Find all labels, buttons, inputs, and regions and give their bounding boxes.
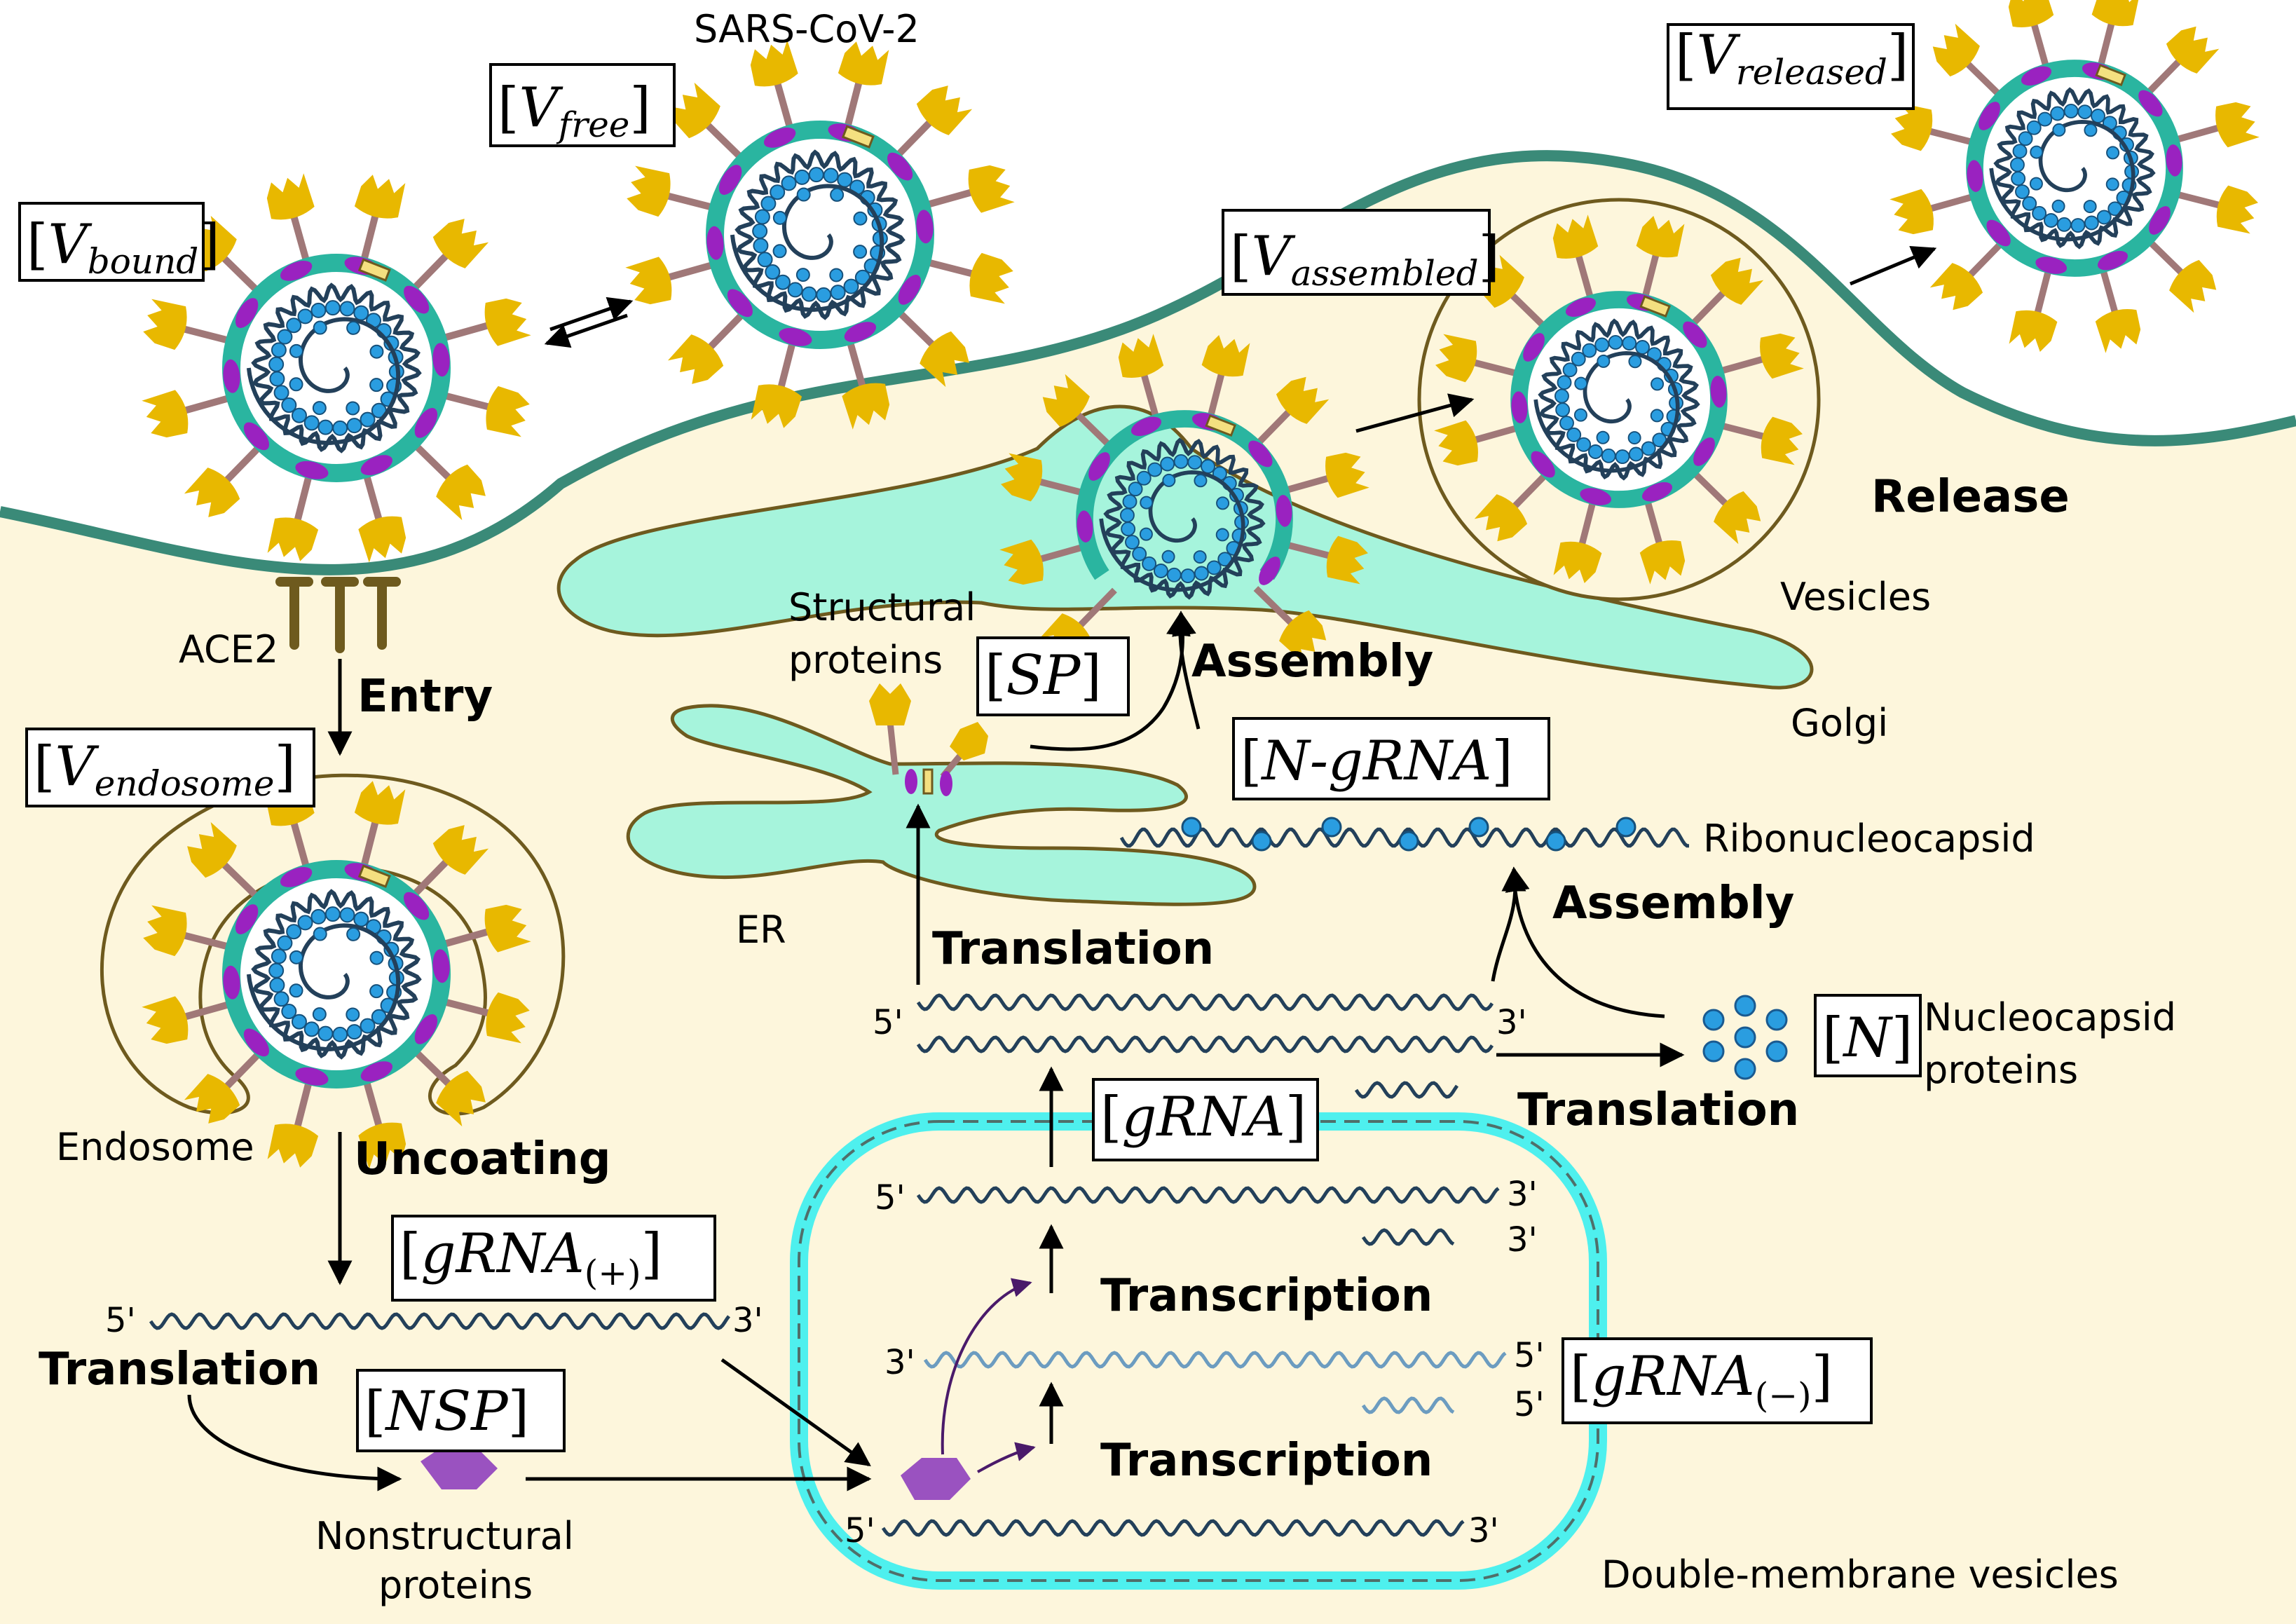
ribonucleocapsid-n-protein [1468,817,1489,838]
sgrna-strand-translation [1354,1081,1459,1099]
virion-budding [999,334,1369,664]
grna-minus-label: [gRNA(−)] [1570,1345,1833,1416]
grna-plus-label: [gRNA(+)] [399,1222,662,1293]
er-label: ER [736,908,786,952]
virion-released [1890,0,2260,353]
golgi [556,404,1814,690]
ribonucleocapsid-n-protein [1181,817,1202,838]
ribonucleocapsid-n-protein [1321,817,1342,838]
dmv-label: Double-membrane vesicles [1601,1553,2119,1597]
virion-bound [142,173,531,563]
virion-free [625,40,1015,430]
svg-text:3': 3' [1507,1220,1538,1260]
ribonucleocapsid-n-protein [1251,831,1272,852]
nsp-label: [NSP] [364,1380,529,1443]
grna-strand-upper [916,993,1494,1011]
virions-layer [142,0,2260,1169]
transcription-lower-label: Transcription [1100,1435,1433,1487]
sp-label: [SP] [985,644,1102,707]
flow-arrows [187,245,1937,1492]
grna-plus-strand [149,1312,730,1330]
sgrna-strand-dmv-top [1361,1228,1455,1246]
v-free-label: [Vfree] [498,76,651,145]
svg-text:5': 5' [1514,1336,1545,1375]
v-endosome-label: [Vendosome] [34,735,296,804]
entry-label: Entry [357,671,493,723]
svg-text:5': 5' [873,1003,903,1042]
svg-text:3': 3' [1496,1003,1527,1042]
nucleocapsid-label: Nucleocapsid [1924,995,2176,1039]
ace2-label: ACE2 [179,627,278,671]
translation-left-label: Translation [39,1344,320,1396]
nonstructural-label: Nonstructural [315,1514,574,1558]
ribonucleocapsid-label: Ribonucleocapsid [1703,817,2035,861]
structural-proteins-label: proteins [788,638,943,682]
svg-text:3': 3' [1507,1175,1538,1214]
sgrna-minus-strand [1361,1396,1455,1414]
svg-text:5': 5' [845,1511,875,1550]
structural-label: Structural [788,585,976,629]
grna-strand-dmv-top [916,1186,1500,1204]
svg-text:3': 3' [1468,1511,1499,1550]
assembly-mid-label: Assembly [1552,878,1794,929]
svg-text:3': 3' [732,1301,763,1340]
v-bound-label: [Vbound] [27,213,220,282]
state-boxes [18,23,1922,1452]
golgi-label: Golgi [1791,701,1888,745]
virion-assembled [1434,214,1804,585]
transcription-upper-label: Transcription [1100,1270,1433,1322]
ribonucleocapsid-n-protein [1398,831,1419,852]
translation-mid-label: Translation [932,923,1214,975]
svg-text:5': 5' [105,1301,136,1340]
nsp-protein-icon-dmv [901,1458,971,1500]
endoplasmic-reticulum [626,704,1257,906]
svg-text:5': 5' [1514,1385,1545,1424]
ribonucleocapsid-n-protein [1615,817,1636,838]
uncoating-label: Uncoating [354,1133,611,1185]
release-label: Release [1871,471,2070,523]
ribonucleocapsid-strand [1119,827,1689,848]
nonstructural-proteins-label: proteins [378,1563,533,1607]
nucleocapsid-protein-cluster [1702,995,1788,1080]
svg-text:5': 5' [875,1178,906,1217]
grna-strand-lower [916,1035,1494,1053]
vesicles-label: Vesicles [1780,575,1931,619]
nsp-protein-icon [421,1447,498,1489]
ribonucleocapsid-n-protein [1545,831,1566,852]
v-released-label: [Vreleased] [1675,24,1908,93]
translation-n-label: Translation [1517,1084,1799,1136]
grna-minus-strand [923,1351,1507,1369]
v-assembled-label: [Vassembled] [1230,225,1500,294]
n-grna-label: [N-gRNA] [1241,730,1513,793]
grna-label: [gRNA] [1100,1086,1306,1149]
endosome-label: Endosome [56,1125,254,1169]
nucleocapsid-proteins-label: proteins [1924,1048,2078,1092]
assembly-top-label: Assembly [1191,636,1433,688]
nsp-catalysis-arrows [941,1278,1036,1473]
double-membrane-vesicle-inner [798,1120,1599,1582]
virus-name-label: SARS-CoV-2 [694,7,920,51]
strand-end-labels: 5' 3' 5' 3' 5' 3' 3' 3' 5' 5' 5' 3' [105,1003,1545,1550]
grna-template-strand [881,1519,1465,1537]
er-structural-proteins [869,683,988,796]
virion-endosome [142,779,531,1169]
n-label: [N] [1822,1007,1913,1070]
rna-strands-layer [149,817,1689,1537]
ace2-receptors [275,577,401,653]
svg-text:3': 3' [884,1343,915,1382]
